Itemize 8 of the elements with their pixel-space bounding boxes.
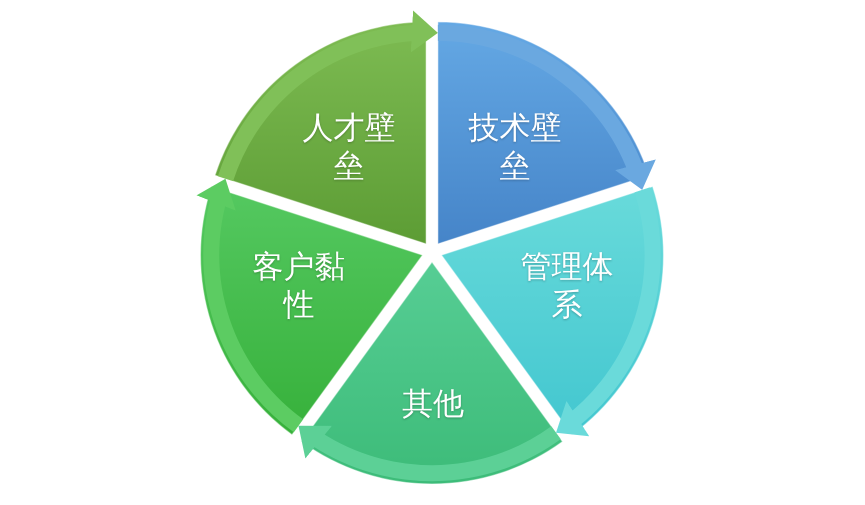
curved-arrow xyxy=(437,24,654,192)
segment-label: 其他 xyxy=(402,385,464,423)
curved-arrow xyxy=(198,176,304,432)
segment-label: 管理体系 xyxy=(520,248,614,324)
segment-label: 客户黏性 xyxy=(252,248,346,324)
segment-label: 技术壁垒 xyxy=(468,109,562,185)
curved-arrow xyxy=(218,12,438,182)
segment-label: 人才壁垒 xyxy=(302,109,396,185)
